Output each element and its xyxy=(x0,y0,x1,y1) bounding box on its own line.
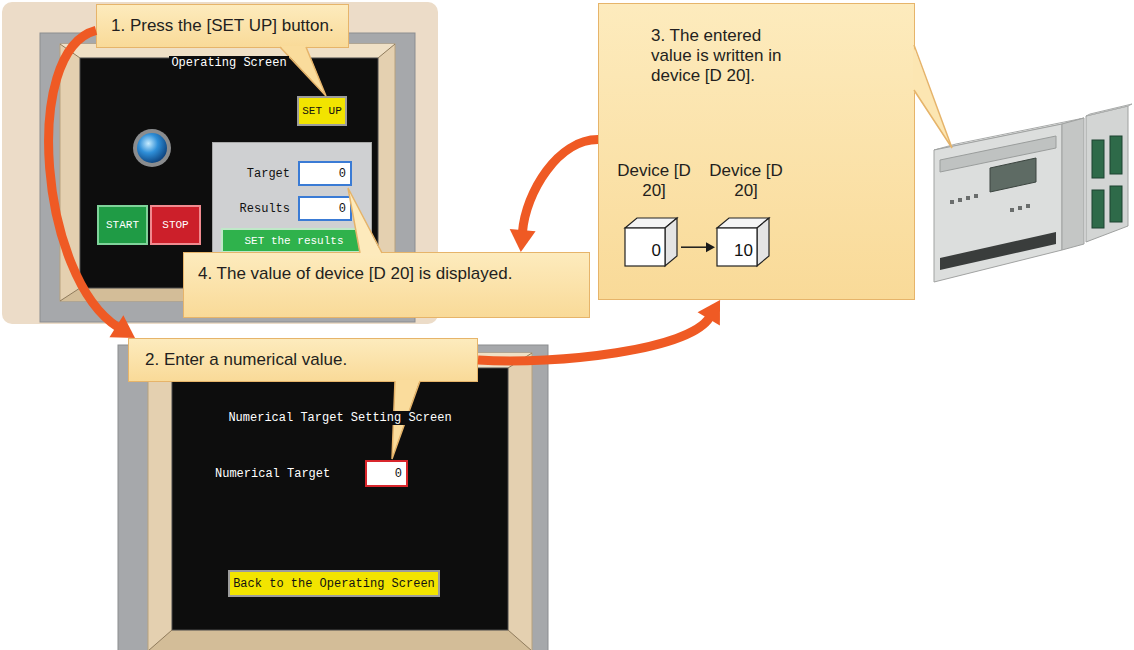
button-label: START xyxy=(106,218,139,232)
set-results-button: SET the results xyxy=(221,228,367,253)
plc-led xyxy=(966,196,970,200)
lamp-ring xyxy=(133,129,171,167)
step-callout: 4. The value of device [D 20] is display… xyxy=(183,252,590,318)
cube-side xyxy=(665,218,677,266)
connector-line xyxy=(478,317,710,361)
plc-display xyxy=(990,158,1036,192)
field-label: Numerical Target xyxy=(213,467,332,481)
cube-front xyxy=(625,228,665,266)
plc-connector xyxy=(1110,186,1122,222)
plc-led xyxy=(958,198,962,202)
plc-connector xyxy=(1092,140,1104,178)
field-label: Results xyxy=(238,202,292,216)
plc-led xyxy=(1026,204,1030,208)
plc-terminal-strip xyxy=(940,232,1056,270)
plc-led xyxy=(950,200,954,204)
device-cube: Device [D 20] 0 xyxy=(614,161,694,271)
plc-led xyxy=(974,194,978,198)
connector-line xyxy=(522,140,598,232)
callout-tail xyxy=(913,45,952,148)
plc-module-top xyxy=(1086,104,1132,116)
device-value: 10 xyxy=(734,241,753,261)
plc-body xyxy=(934,124,1062,282)
screen-frame xyxy=(118,345,548,650)
input-value: 0 xyxy=(395,467,402,481)
display-value: 0 xyxy=(339,167,346,181)
flow-arrow xyxy=(49,30,135,338)
callout-text: 3. The entered value is written in devic… xyxy=(651,26,803,86)
setup-button: SET UP xyxy=(297,96,347,126)
flow-arrow xyxy=(510,140,598,252)
plc-connector xyxy=(1092,190,1104,228)
numeric-input: 0 xyxy=(365,460,408,487)
plc-connector xyxy=(1110,136,1122,174)
numeric-display: 0 xyxy=(298,161,352,186)
step-callout: 1. Press the [SET UP] button. xyxy=(96,4,349,48)
connector-line xyxy=(681,246,708,248)
start-button: START xyxy=(97,205,148,245)
step-callout: 3. The entered value is written in devic… xyxy=(598,3,915,300)
button-label: Back to the Operating Screen xyxy=(233,577,435,591)
screen-bezel xyxy=(148,353,532,650)
stop-button: STOP xyxy=(150,205,201,245)
lamp xyxy=(137,133,167,163)
button-label: STOP xyxy=(162,218,188,232)
callout-text: 2. Enter a numerical value. xyxy=(145,350,347,370)
display-value: 0 xyxy=(339,202,346,216)
callout-tail xyxy=(280,46,326,96)
callout-tail-edge xyxy=(392,381,420,459)
button-label: SET the results xyxy=(244,234,343,248)
arrowhead xyxy=(698,300,720,326)
numeric-display: 0 xyxy=(298,196,352,221)
device-value: 0 xyxy=(652,241,661,261)
button-label: SET UP xyxy=(302,104,342,118)
callout-tail-edge xyxy=(914,45,952,148)
callout-text: 1. Press the [SET UP] button. xyxy=(111,16,334,36)
plc-module xyxy=(1086,106,1128,242)
cube-front xyxy=(717,228,757,266)
step-callout: 2. Enter a numerical value. xyxy=(128,338,478,382)
device-label: Device [D 20] xyxy=(706,161,786,201)
arrowhead xyxy=(109,315,135,338)
callout-tail-edge xyxy=(280,47,326,96)
bezel-edge xyxy=(378,44,395,58)
device-cube: Device [D 20] 10 xyxy=(706,161,786,271)
value-arrow xyxy=(681,242,715,252)
callout-tail-edge xyxy=(348,188,382,253)
setting-screen: Numerical Target Setting ScreenNumerical… xyxy=(118,345,548,650)
bezel-edge xyxy=(148,630,172,650)
callout-tail xyxy=(348,188,382,254)
plc-led xyxy=(1010,208,1014,212)
callout-tail xyxy=(392,380,420,459)
bezel-edge xyxy=(508,353,532,368)
arrowhead xyxy=(510,229,536,252)
screen-title: Numerical Target Setting Screen xyxy=(226,411,453,425)
arrowhead xyxy=(706,242,715,252)
bezel-shade xyxy=(148,630,532,650)
flow-arrow xyxy=(478,300,720,361)
bezel-edge xyxy=(60,44,80,58)
screen-title: Operating Screen xyxy=(169,56,288,70)
plc-led xyxy=(1018,206,1022,210)
value-panel: TargetResults 0 0SET the results xyxy=(212,142,372,262)
field-label: Target xyxy=(245,167,292,181)
connector-line xyxy=(49,30,118,327)
device-label: Device [D 20] xyxy=(614,161,694,201)
callout-text: 4. The value of device [D 20] is display… xyxy=(198,264,558,284)
screen-display xyxy=(172,368,508,630)
bezel-edge xyxy=(508,630,532,650)
back-button: Back to the Operating Screen xyxy=(228,570,440,597)
bezel-edge xyxy=(60,288,80,301)
plc-side xyxy=(1062,118,1084,250)
cube-side xyxy=(757,218,769,266)
